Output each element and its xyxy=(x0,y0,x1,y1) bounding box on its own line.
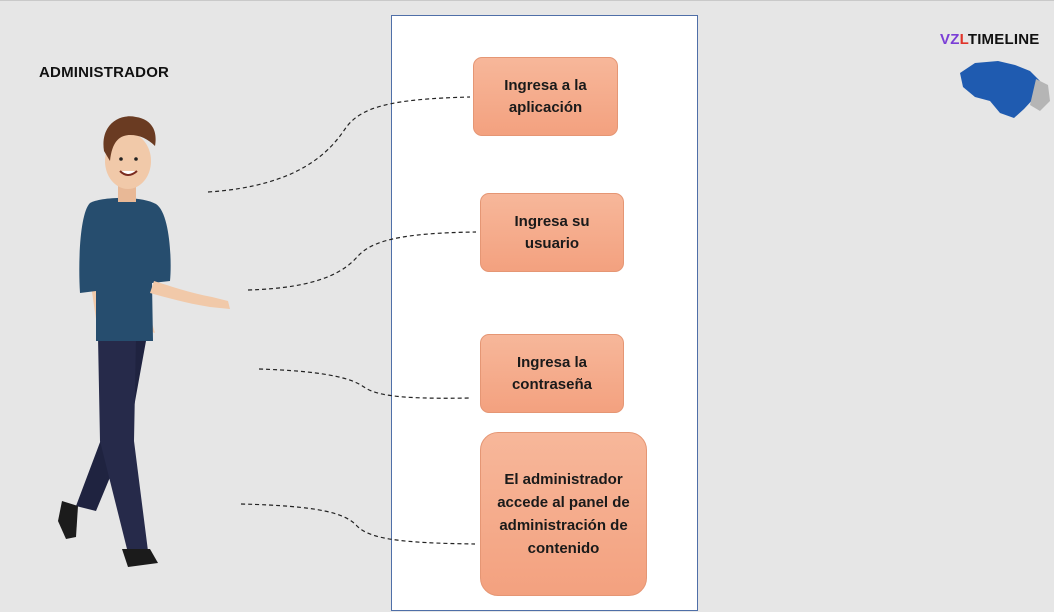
step-3-text: Ingresa la contraseña xyxy=(511,353,593,393)
person-illustration xyxy=(58,116,230,567)
actor-label: ADMINISTRADOR xyxy=(39,64,170,81)
step-1-box: Ingresa a la aplicación xyxy=(473,57,618,136)
logo-part-timeline: TIMELINE xyxy=(967,31,1040,48)
step-2-box: Ingresa su usuario xyxy=(480,193,624,272)
venezuela-map-icon xyxy=(960,61,1050,118)
connector-4 xyxy=(240,503,476,545)
connector-1 xyxy=(207,96,471,193)
step-4-box: El administrador accede al panel de admi… xyxy=(480,432,647,596)
step-2-text: Ingresa su usuario xyxy=(514,212,590,252)
step-1-text: Ingresa a la aplicación xyxy=(504,76,587,116)
connectors xyxy=(207,96,477,545)
step-3-box: Ingresa la contraseña xyxy=(480,334,624,413)
step-4-text: El administrador accede al panel de admi… xyxy=(497,471,630,557)
logo-part-l: L xyxy=(959,31,968,48)
logo-part-vz: VZ xyxy=(940,31,960,48)
connector-2 xyxy=(247,231,477,291)
connector-3 xyxy=(258,368,472,399)
app-logo: VZLTIMELINE xyxy=(940,31,1039,48)
